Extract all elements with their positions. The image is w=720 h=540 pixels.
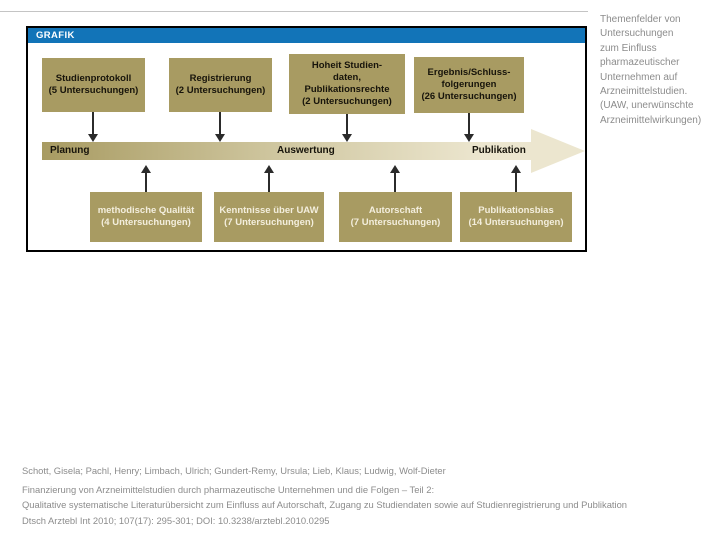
top-box-registrierung: Registrierung (2 Untersuchungen) — [169, 58, 272, 112]
bottom-box-autorschaft: Autorschaft (7 Untersuchungen) — [339, 192, 452, 242]
up-arrow-3 — [390, 165, 400, 192]
citation-journal-doi: Dtsch Arztebl Int 2010; 107(17): 295-301… — [22, 515, 330, 526]
top-box-hoheit-studiendaten: Hoheit Studien- daten, Publikationsrecht… — [289, 54, 405, 114]
arrow-stem — [515, 173, 517, 192]
arrow-stem — [219, 112, 221, 134]
arrow-head-up-icon — [511, 165, 521, 173]
arrow-head-down-icon — [215, 134, 225, 142]
arrow-stem — [268, 173, 270, 192]
bottom-box-kenntnisse-uaw: Kenntnisse über UAW (7 Untersuchungen) — [214, 192, 324, 242]
citation-title-line2: Qualitative systematische Literaturübers… — [22, 499, 628, 510]
figure-side-caption: Themenfelder von Untersuchungen zum Einf… — [600, 14, 702, 126]
arrow-head-up-icon — [141, 165, 151, 173]
arrow-head-down-icon — [342, 134, 352, 142]
arrow-head-down-icon — [464, 134, 474, 142]
phase-label-auswertung: Auswertung — [277, 145, 335, 156]
bottom-box-publikationsbias: Publikationsbias (14 Untersuchungen) — [460, 192, 572, 242]
top-box-ergebnis-schlussfolgerungen: Ergebnis/Schluss- folgerungen (26 Unters… — [414, 57, 524, 113]
phase-label-publikation: Publikation — [472, 145, 526, 156]
arrow-stem — [394, 173, 396, 192]
arrow-head-down-icon — [88, 134, 98, 142]
arrow-stem — [468, 113, 470, 134]
figure-header-bar: GRAFIK — [28, 28, 585, 43]
arrow-head-up-icon — [264, 165, 274, 173]
citation-title-line1: Finanzierung von Arzneimittelstudien dur… — [22, 484, 435, 495]
timeline-band — [42, 142, 532, 160]
figure-frame: GRAFIK Studienprotokoll (5 Untersuchunge… — [26, 26, 587, 252]
up-arrow-2 — [264, 165, 274, 192]
figure-header-label: GRAFIK — [36, 30, 75, 41]
diagram-canvas: Studienprotokoll (5 Untersuchungen) Regi… — [28, 28, 585, 250]
timeline-arrowhead-icon — [531, 129, 585, 173]
citation-authors: Schott, Gisela; Pachl, Henry; Limbach, U… — [22, 465, 446, 476]
arrow-stem — [346, 114, 348, 134]
down-arrow-1 — [88, 112, 98, 142]
phase-label-planung: Planung — [50, 145, 90, 156]
top-divider-rule — [0, 11, 588, 12]
down-arrow-4 — [464, 113, 474, 142]
bottom-box-methodische-qualitaet: methodische Qualität (4 Untersuchungen) — [90, 192, 202, 242]
up-arrow-4 — [511, 165, 521, 192]
up-arrow-1 — [141, 165, 151, 192]
arrow-stem — [92, 112, 94, 134]
down-arrow-2 — [215, 112, 225, 142]
arrow-head-up-icon — [390, 165, 400, 173]
down-arrow-3 — [342, 114, 352, 142]
citation-block: Schott, Gisela; Pachl, Henry; Limbach, U… — [22, 463, 702, 528]
arrow-stem — [145, 173, 147, 192]
top-box-studienprotokoll: Studienprotokoll (5 Untersuchungen) — [42, 58, 145, 112]
